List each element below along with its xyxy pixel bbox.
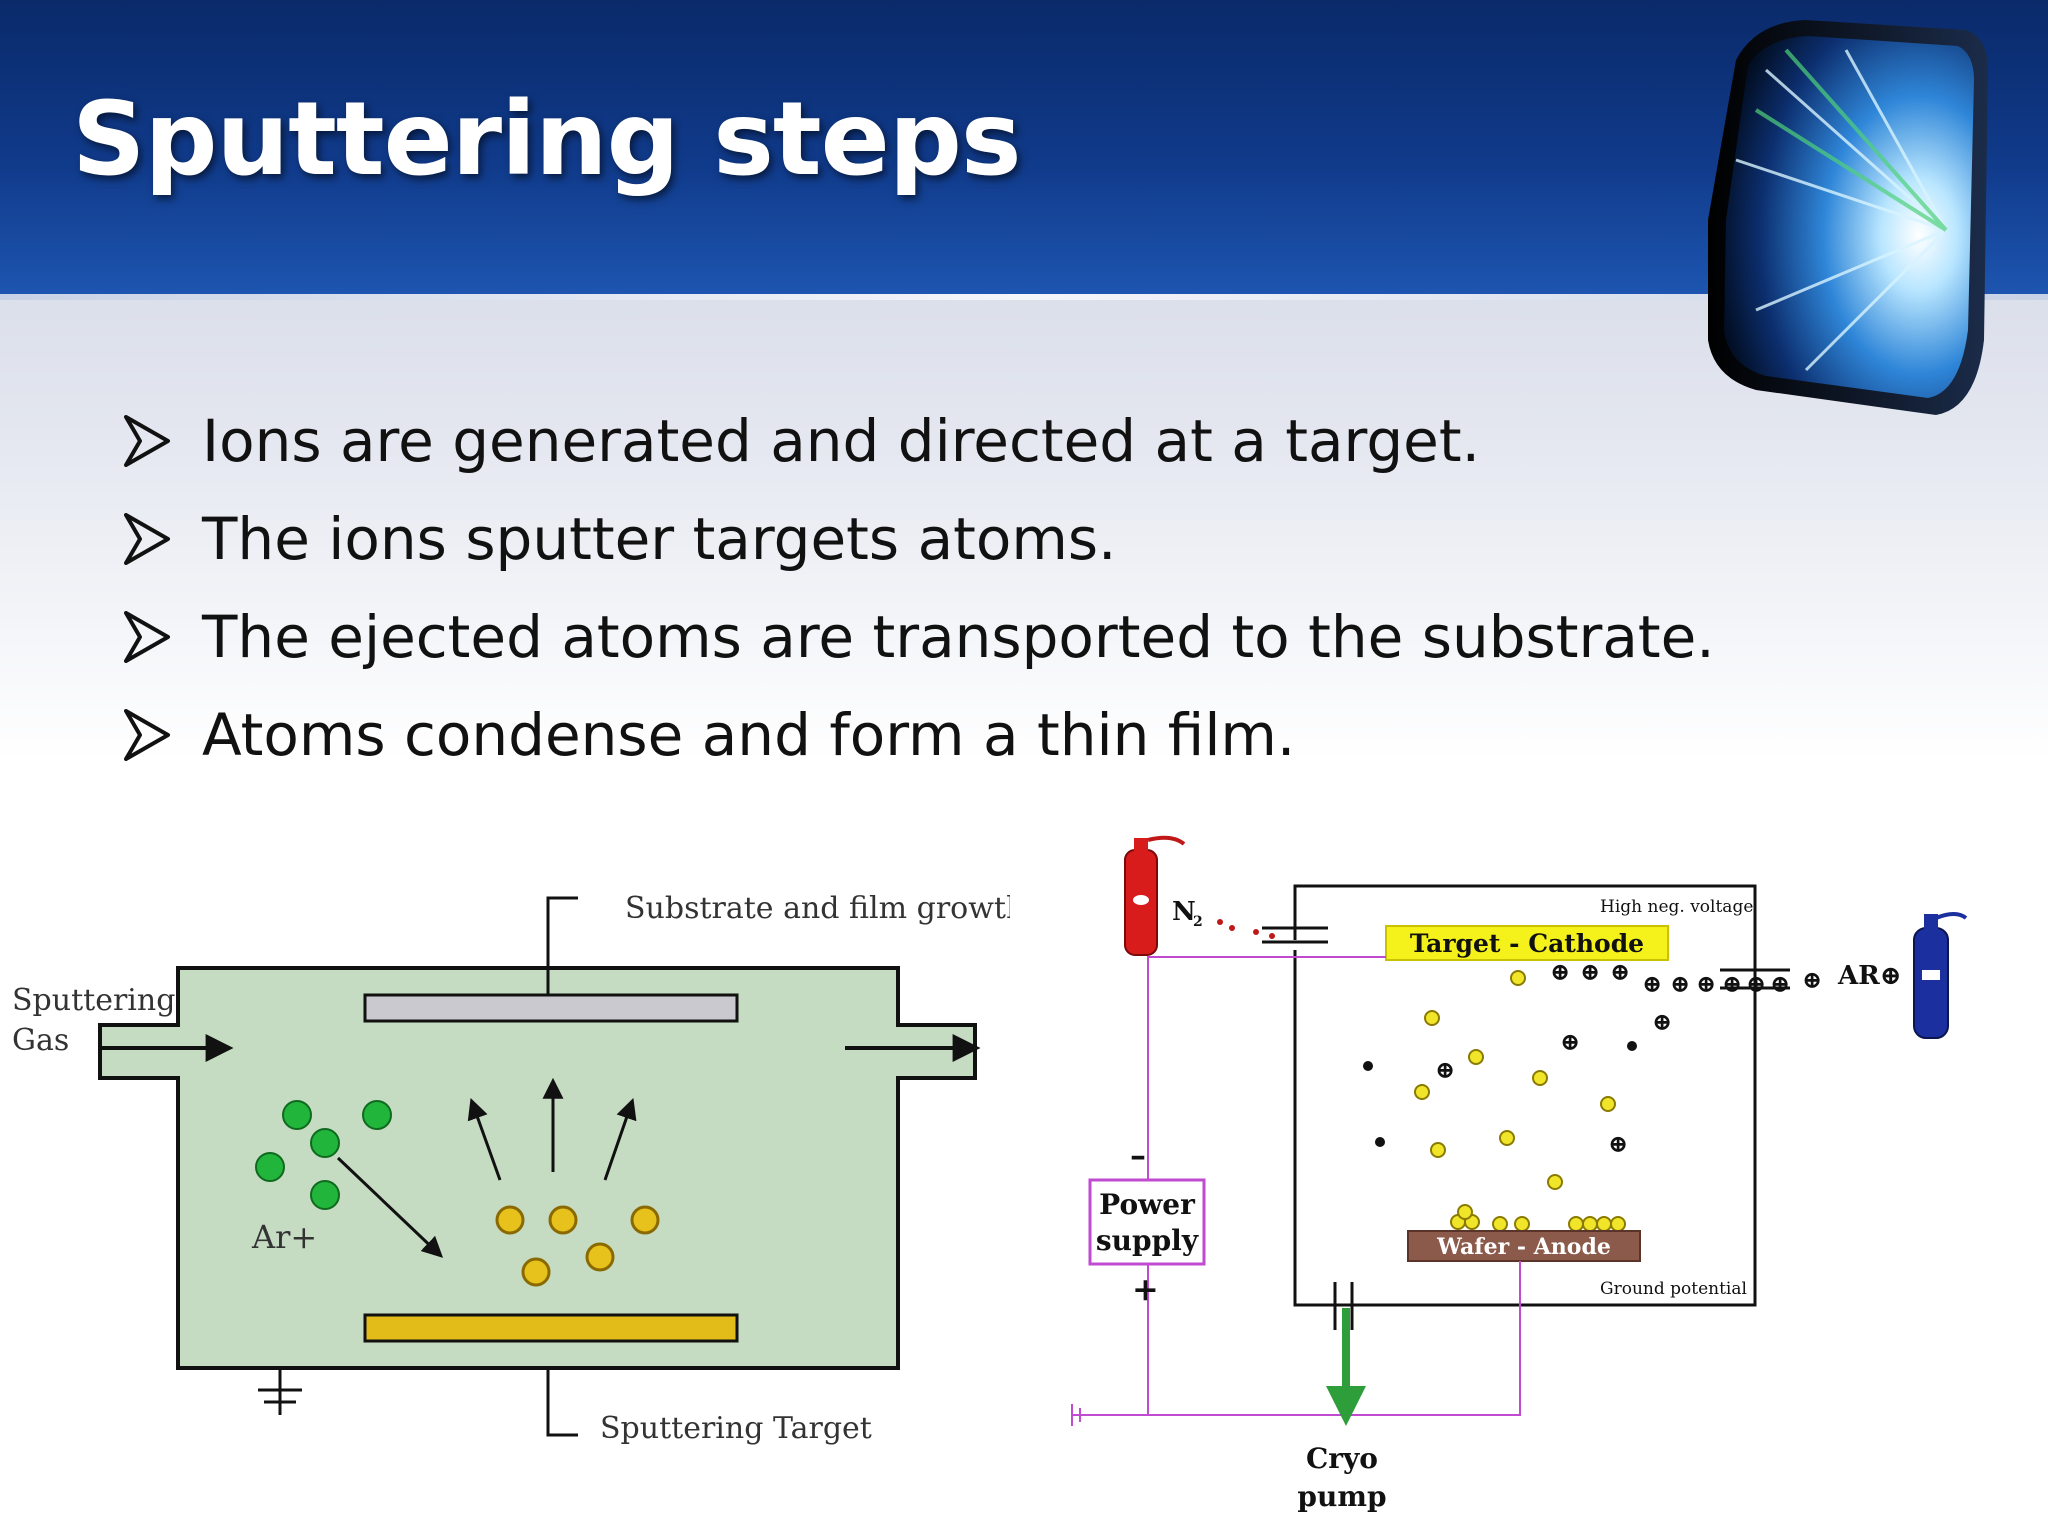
- gas-label-line1: Sputtering: [12, 983, 175, 1018]
- light-burst-logo-icon: [1708, 20, 1988, 415]
- positive-ion-icon: ⊕: [1722, 969, 1742, 998]
- title-bar-divider: [0, 294, 2048, 300]
- positive-ion-icon: ⊕: [1670, 969, 1690, 998]
- positive-ion-icon: ⊕: [1746, 969, 1766, 998]
- target-atom-cluster: [495, 1205, 660, 1287]
- n2-flow-dots: [1217, 919, 1275, 939]
- neutral-particle: [1375, 1137, 1385, 1147]
- voltage-label: High neg. voltage: [1600, 897, 1753, 917]
- target-label: Sputtering Target: [600, 1411, 872, 1446]
- target-atom: [495, 1205, 525, 1235]
- arrowhead-bullet-icon: [124, 611, 170, 663]
- target-cathode-plate: [1385, 925, 1669, 961]
- sputtered-atom: [1430, 1142, 1446, 1158]
- sputtering-target-plate: [363, 1313, 739, 1343]
- positive-ion-icon: ⊕: [1580, 957, 1600, 986]
- argon-ion: [282, 1100, 312, 1130]
- positive-ion-icon: ⊕: [1435, 1055, 1455, 1084]
- gas-label-line2: Gas: [12, 1023, 69, 1058]
- positive-ion-icon: ⊕: [1642, 969, 1662, 998]
- neutral-particle: [1363, 1061, 1373, 1071]
- slide-title: Sputtering steps: [72, 80, 1022, 199]
- neutral-particle-group: [1363, 1041, 1637, 1147]
- positive-ion-icon: ⊕: [1610, 957, 1630, 986]
- negative-terminal-label: –: [1130, 1136, 1146, 1174]
- target-atom: [521, 1257, 551, 1287]
- positive-terminal-label: +: [1132, 1270, 1159, 1308]
- outlet-neck: [896, 1028, 972, 1075]
- wafer-anode-plate: [1407, 1230, 1641, 1262]
- bullet-text: Ions are generated and directed at a tar…: [202, 407, 1481, 475]
- cryo-label-line1: Cryo: [1306, 1442, 1378, 1475]
- ejected-atom-arrow: [603, 1098, 637, 1181]
- argon-ion: [310, 1128, 340, 1158]
- power-label-line2: supply: [1096, 1224, 1199, 1257]
- argon-ion: [362, 1100, 392, 1130]
- sputtering-system-diagram: N 2 High neg. voltage Target - Cathode ⊕…: [1060, 820, 2020, 1530]
- positive-ion-icon: ⊕: [1802, 965, 1822, 994]
- arrowhead-bullet-icon: [124, 709, 170, 761]
- ground-icon: [258, 1368, 302, 1415]
- ion-label: Ar+: [251, 1218, 317, 1256]
- substrate-label: Substrate and film growth: [625, 891, 1010, 926]
- arrowhead-bullet-icon: [124, 513, 170, 565]
- nitrogen-extinguisher-icon: [1124, 835, 1186, 956]
- sputtered-atom: [1414, 1084, 1430, 1100]
- target-lead-bend: [546, 1425, 578, 1437]
- ejected-atom-arrow: [467, 1098, 502, 1181]
- positive-ion-icon: ⊕: [1550, 957, 1570, 986]
- target-atom: [585, 1242, 615, 1272]
- ar-label: AR⊕: [1837, 961, 1902, 991]
- sputtered-atom-group: [1414, 970, 1616, 1190]
- bullet-item: Atoms condense and form a thin film.: [124, 686, 1715, 784]
- sputtered-atom: [1510, 970, 1526, 986]
- inlet-neck: [104, 1028, 180, 1075]
- bullet-item: The ejected atoms are transported to the…: [124, 588, 1715, 686]
- pump-valve: [1333, 1282, 1354, 1330]
- n2-label: N: [1172, 897, 1196, 927]
- sputtered-atom: [1532, 1070, 1548, 1086]
- sputtered-atom: [1424, 1010, 1440, 1026]
- substrate-plate: [363, 993, 739, 1023]
- argon-ion-group: ⊕ ⊕ ⊕ ⊕ ⊕ ⊕ ⊕ ⊕ ⊕ ⊕ ⊕ ⊕ ⊕ ⊕: [1435, 957, 1822, 1158]
- bullet-list: Ions are generated and directed at a tar…: [124, 392, 1715, 784]
- target-atom: [630, 1205, 660, 1235]
- argon-ion: [310, 1180, 340, 1210]
- target-cathode-label: Target - Cathode: [1410, 929, 1644, 958]
- sputtered-atom: [1600, 1096, 1616, 1112]
- wafer-anode-label: Wafer - Anode: [1436, 1234, 1611, 1260]
- bullet-text: The ejected atoms are transported to the…: [202, 603, 1715, 671]
- chamber-outline: [1293, 884, 1757, 1307]
- argon-ion-cluster: [255, 1100, 392, 1210]
- power-label-line1: Power: [1099, 1188, 1196, 1221]
- sputtered-atom: [1499, 1130, 1515, 1146]
- argon-cylinder-icon: [1913, 912, 1968, 1039]
- cryo-label-line2: pump: [1297, 1480, 1386, 1513]
- bullet-text: Atoms condense and form a thin film.: [202, 701, 1296, 769]
- positive-ion-icon: ⊕: [1770, 969, 1790, 998]
- bullet-item: Ions are generated and directed at a tar…: [124, 392, 1715, 490]
- neutral-particle: [1627, 1041, 1637, 1051]
- bullet-item: The ions sputter targets atoms.: [124, 490, 1715, 588]
- ground-label: Ground potential: [1600, 1279, 1747, 1299]
- power-supply-box: [1088, 1178, 1206, 1266]
- sputtered-atom: [1468, 1049, 1484, 1065]
- chamber-body: [98, 966, 977, 1370]
- sputtered-atom: [1547, 1174, 1563, 1190]
- argon-ion: [255, 1152, 285, 1182]
- positive-ion-icon: ⊕: [1560, 1027, 1580, 1056]
- substrate-holder-lead: [546, 896, 578, 918]
- positive-ion-icon: ⊕: [1696, 969, 1716, 998]
- title-bar: [0, 0, 2048, 294]
- target-atom: [548, 1205, 578, 1235]
- sputtering-chamber-diagram: Substrate and film growth Sputtering Gas…: [0, 870, 1010, 1480]
- positive-ion-icon: ⊕: [1608, 1129, 1628, 1158]
- ion-trajectory-arrow: [336, 1156, 444, 1258]
- bullet-text: The ions sputter targets atoms.: [202, 505, 1117, 573]
- positive-ion-icon: ⊕: [1652, 1007, 1672, 1036]
- n2-subscript: 2: [1193, 914, 1203, 930]
- arrowhead-bullet-icon: [124, 415, 170, 467]
